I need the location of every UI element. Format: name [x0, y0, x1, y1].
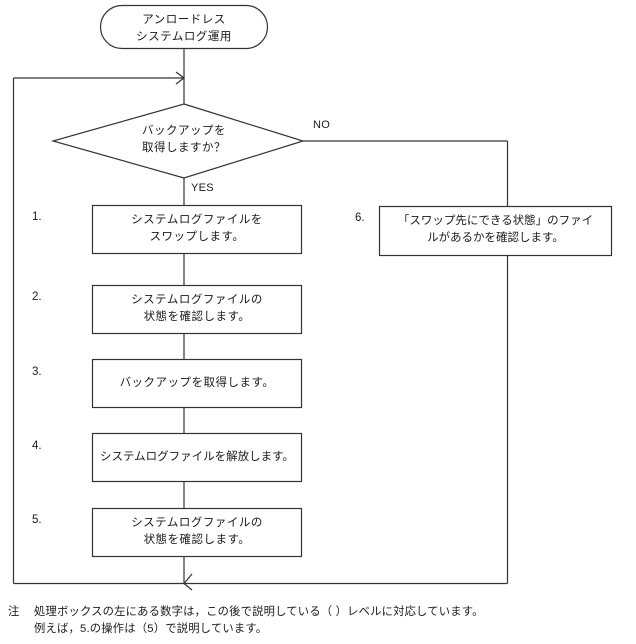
process-box-1-shape: [91, 204, 303, 255]
process-box-1-number: 1.: [32, 211, 42, 223]
terminator-shape: [99, 4, 269, 50]
footnote-marker: 注: [8, 606, 20, 618]
process-box-3-number: 3.: [32, 366, 42, 378]
footnote: 注 処理ボックスの左にある数字は，この後で説明している（ ）レベルに対応していま…: [8, 604, 628, 644]
footnote-line-2: 例えば，5.の操作は（5）で説明しています。: [34, 623, 268, 635]
process-box-5-shape: [91, 507, 303, 558]
process-box-4-number: 4.: [32, 440, 42, 452]
process-box-4-shape: [91, 432, 303, 483]
process-box-2-number: 2.: [32, 291, 42, 303]
connector-no-branch: [303, 140, 509, 206]
decision-branch-no-label: NO: [313, 119, 331, 131]
decision-diamond-shape: [50, 103, 306, 179]
process-box-5-number: 5.: [32, 514, 42, 526]
decision-branch-yes-label: YES: [191, 182, 214, 194]
connector-bottom-loop-back: [12, 71, 508, 591]
footnote-line-1: 処理ボックスの左にある数字は，この後で説明している（ ）レベルに対応しています。: [34, 606, 484, 618]
process-box-3-shape: [91, 358, 303, 409]
process-box-2-shape: [91, 284, 303, 335]
right-box-6-number: 6.: [355, 212, 365, 224]
right-box-6-shape: [378, 205, 613, 257]
